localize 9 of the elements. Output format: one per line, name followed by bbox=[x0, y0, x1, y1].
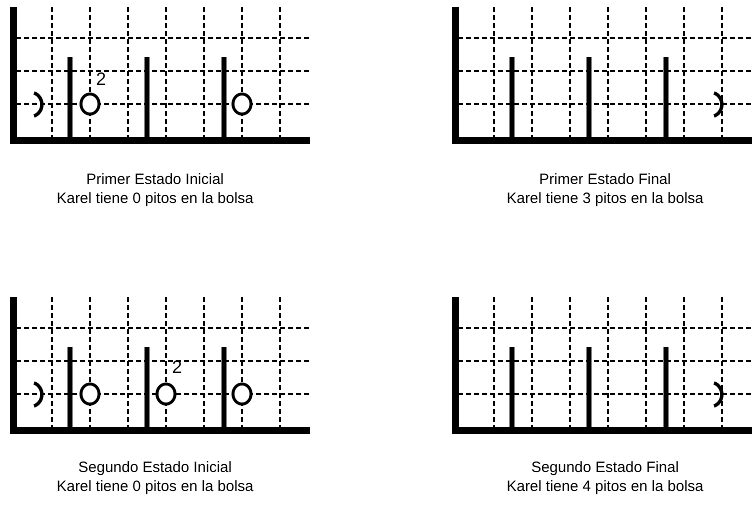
caption-text: Karel tiene 0 pitos en la bolsa bbox=[56, 477, 254, 496]
caption-text: Karel tiene 4 pitos en la bolsa bbox=[506, 477, 704, 496]
beeper-count: 2 bbox=[96, 70, 106, 88]
caption-title: Primer Estado Inicial bbox=[85, 170, 225, 189]
caption-title: Primer Estado Final bbox=[538, 170, 672, 189]
caption-title: Segundo Estado Final bbox=[530, 458, 680, 477]
caption-title: Segundo Estado Inicial bbox=[77, 458, 233, 477]
caption-text: Karel tiene 0 pitos en la bolsa bbox=[56, 189, 254, 208]
caption-text: Karel tiene 3 pitos en la bolsa bbox=[506, 189, 704, 208]
